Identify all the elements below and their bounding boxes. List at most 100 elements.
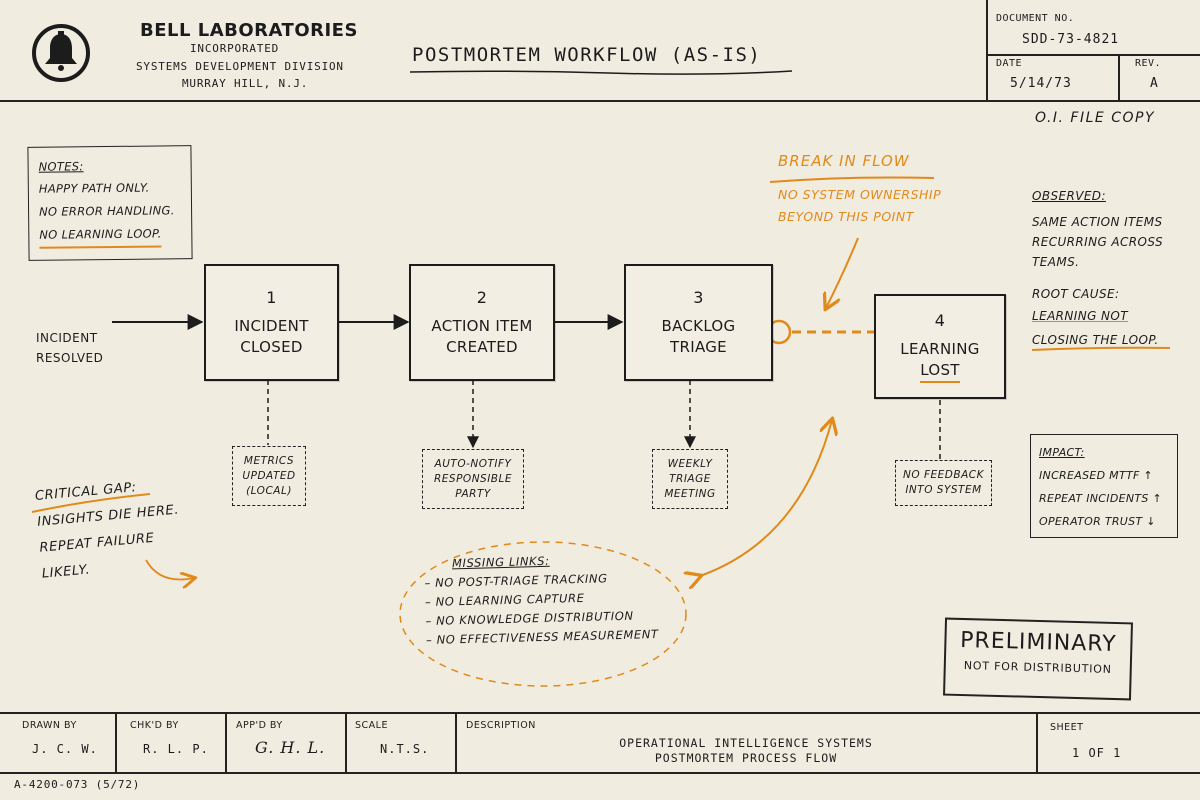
file-copy-label: O.I. FILE COPY <box>1035 110 1155 126</box>
scale-label: SCALE <box>355 720 388 731</box>
observed-block: OBSERVED: SAME ACTION ITEMS RECURRING AC… <box>1032 186 1163 352</box>
sheet-label: SHEET <box>1050 722 1084 733</box>
location: MURRAY HILL, N.J. <box>182 77 309 90</box>
chk-value: R. L. P. <box>143 742 209 756</box>
doc-no-label: DOCUMENT NO. <box>996 13 1075 24</box>
step-num-2: 2 <box>476 288 488 307</box>
sub-1-line-2: UPDATED <box>242 469 296 482</box>
break-note-body: NO SYSTEM OWNERSHIP BEYOND THIS POINT <box>778 184 941 228</box>
step-num-3: 3 <box>693 288 704 307</box>
impact-line-3: OPERATOR TRUST ↓ <box>1039 515 1156 528</box>
description: OPERATIONAL INTELLIGENCE SYSTEMS POSTMOR… <box>456 736 1036 766</box>
root-cause-label: ROOT CAUSE: <box>1032 287 1120 301</box>
break-note-line-2: BEYOND THIS POINT <box>778 209 914 224</box>
bell-logo-icon <box>32 24 90 82</box>
step-label-2a: ACTION ITEM <box>431 317 533 335</box>
sub-2-line-1: AUTO-NOTIFY <box>434 457 512 470</box>
step-label-3b: TRIAGE <box>670 338 727 356</box>
step-box-4: 4 LEARNING LOST <box>874 294 1006 399</box>
footer-div-4 <box>455 712 457 772</box>
header-divider <box>0 100 1200 102</box>
chk-label: CHK'D BY <box>130 720 179 731</box>
step-num-1: 1 <box>266 288 277 307</box>
title-underline <box>409 70 793 75</box>
header-doc-divider <box>986 0 988 100</box>
desc-line-1: OPERATIONAL INTELLIGENCE SYSTEMS <box>619 736 873 750</box>
break-note-arrow <box>826 237 859 308</box>
sub-3-line-3: MEETING <box>664 487 716 500</box>
sub-2-line-2: RESPONSIBLE <box>434 472 512 485</box>
break-note-line-1: NO SYSTEM OWNERSHIP <box>778 187 942 202</box>
missing-links-ellipse <box>399 541 687 687</box>
org-sub: INCORPORATED <box>190 42 280 55</box>
footer-div-1 <box>115 712 117 772</box>
date-value: 5/14/73 <box>1010 76 1072 91</box>
doc-no: SDD-73-4821 <box>1022 32 1120 47</box>
footer-div-3 <box>345 712 347 772</box>
observed-line-2: RECURRING ACROSS <box>1032 235 1163 249</box>
step-label-4b: LOST <box>920 360 960 383</box>
desc-label: DESCRIPTION <box>466 720 536 731</box>
observed-line-1: SAME ACTION ITEMS <box>1032 215 1163 229</box>
sub-3-line-2: TRIAGE <box>669 472 711 485</box>
sub-1-line-3: (LOCAL) <box>246 484 292 497</box>
break-note-title: BREAK IN FLOW <box>778 152 910 170</box>
observed-line-3: TEAMS. <box>1032 255 1080 269</box>
stamp-sub: NOT FOR DISTRIBUTION <box>963 659 1112 676</box>
footer-bottom-line <box>0 772 1200 774</box>
date-label: DATE <box>996 58 1023 69</box>
critical-gap-arrow <box>145 559 194 580</box>
impact-box: IMPACT: INCREASED MTTF ↑ REPEAT INCIDENT… <box>1030 434 1178 538</box>
missing-links-arc <box>700 420 832 576</box>
impact-line-2: REPEAT INCIDENTS ↑ <box>1039 492 1162 505</box>
scale-value: N.T.S. <box>380 742 430 756</box>
step-label-3a: BACKLOG <box>661 317 736 335</box>
step-num-4: 4 <box>934 311 946 330</box>
critical-gap-underline <box>31 493 151 513</box>
step-box-3: 3 BACKLOG TRIAGE <box>624 264 773 381</box>
sub-1-line-1: METRICS <box>243 454 295 467</box>
form-number: A-4200-073 (5/72) <box>14 778 141 791</box>
appd-label: APP'D BY <box>236 720 283 731</box>
sub-box-4: NO FEEDBACK INTO SYSTEM <box>895 460 992 506</box>
header-doc-hline <box>986 54 1200 56</box>
sub-2-line-3: PARTY <box>455 487 491 500</box>
sub-box-2: AUTO-NOTIFY RESPONSIBLE PARTY <box>422 449 524 509</box>
step-label-2b: CREATED <box>446 338 518 356</box>
footer-div-5 <box>1036 712 1038 772</box>
drawn-value: J. C. W. <box>32 742 98 756</box>
drawn-label: DRAWN BY <box>22 720 77 731</box>
division: SYSTEMS DEVELOPMENT DIVISION <box>136 60 344 73</box>
critical-gap-block: CRITICAL GAP: INSIGHTS DIE HERE. REPEAT … <box>34 472 185 588</box>
footer-div-2 <box>225 712 227 772</box>
sub-box-1: METRICS UPDATED (LOCAL) <box>232 446 306 506</box>
step-label-1a: INCIDENT <box>234 317 309 335</box>
page-title: POSTMORTEM WORKFLOW (AS-IS) <box>412 44 762 66</box>
impact-label: IMPACT: <box>1039 446 1085 459</box>
break-note-underline <box>769 176 935 183</box>
missing-links-block: MISSING LINKS: – NO POST-TRIAGE TRACKING… <box>424 549 659 650</box>
sheet-value: 1 OF 1 <box>1072 746 1122 760</box>
sub-4-line-2: INTO SYSTEM <box>905 484 982 496</box>
observed-label: OBSERVED: <box>1032 189 1106 203</box>
root-cause-line-1: LEARNING NOT <box>1032 309 1128 323</box>
footer-top-line <box>0 712 1200 714</box>
rev-value: A <box>1150 76 1158 91</box>
desc-line-2: POSTMORTEM PROCESS FLOW <box>654 751 838 765</box>
root-cause-underline <box>1031 346 1171 351</box>
rev-label: REV. <box>1135 58 1162 69</box>
sub-3-line-1: WEEKLY <box>667 457 713 470</box>
start-label-line-2: RESOLVED <box>36 351 104 365</box>
step-box-2: 2 ACTION ITEM CREATED <box>409 264 555 381</box>
appd-signature: G. H. L. <box>255 738 326 757</box>
step-box-1: 1 INCIDENT CLOSED <box>204 264 339 381</box>
preliminary-stamp: PRELIMINARY NOT FOR DISTRIBUTION <box>943 617 1133 701</box>
start-label-line-1: INCIDENT <box>36 331 98 345</box>
step-label-1b: CLOSED <box>240 338 303 356</box>
sub-4-line-1: NO FEEDBACK <box>903 469 984 481</box>
step-label-4a: LEARNING <box>900 340 980 358</box>
root-cause-line-2: CLOSING THE LOOP. <box>1032 333 1159 347</box>
impact-line-1: INCREASED MTTF ↑ <box>1039 469 1153 482</box>
org-name: BELL LABORATORIES <box>140 20 358 41</box>
